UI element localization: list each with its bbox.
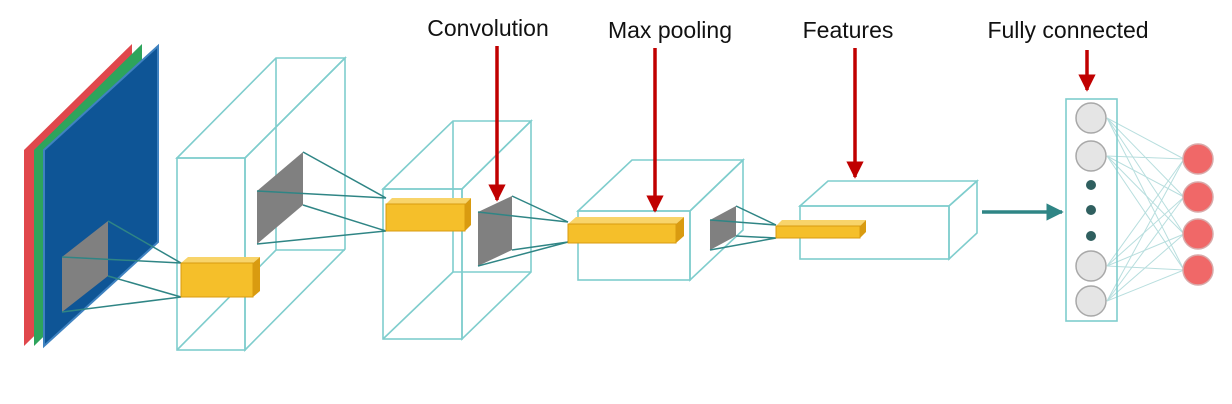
fully-connected-connections	[1106, 117, 1185, 302]
fc-ellipsis-dot	[1086, 205, 1096, 215]
kernel-window-4	[710, 206, 736, 250]
fully-connected-layer	[1065, 98, 1118, 322]
fc-ellipsis-dot	[1086, 231, 1096, 241]
label-max-pooling: Max pooling	[608, 17, 732, 43]
feature-block	[797, 179, 980, 261]
fc-node	[1075, 285, 1107, 317]
connectors-block-1-to-patch-2	[256, 151, 387, 245]
kernel-window-2	[257, 152, 303, 244]
label-convolution: Convolution	[427, 15, 548, 41]
input-image	[24, 43, 159, 349]
output-node	[1182, 218, 1214, 250]
connectors-block-2-to-patch-4	[709, 205, 777, 251]
feature-patch-4	[775, 220, 866, 239]
fc-node	[1075, 250, 1107, 282]
fully-connected-frame	[1065, 98, 1118, 322]
output-node	[1182, 181, 1214, 213]
output-layer	[1182, 143, 1214, 286]
kernel-window-3	[478, 196, 512, 266]
fc-node	[1075, 140, 1107, 172]
feature-patch-3	[567, 217, 684, 244]
connectors-pool-to-patch-3	[477, 195, 569, 267]
input-kernel-window	[62, 221, 108, 312]
label-features: Features	[803, 17, 894, 43]
fc-node	[1075, 102, 1107, 134]
output-node	[1182, 254, 1214, 286]
pooling-block-1	[381, 119, 533, 341]
output-node	[1182, 143, 1214, 175]
fc-ellipsis-dot	[1086, 180, 1096, 190]
feature-patch-1	[180, 257, 260, 298]
connectors-input-to-patch-1	[61, 220, 182, 313]
label-fully-connected: Fully connected	[987, 17, 1148, 43]
feature-patch-2	[385, 198, 471, 232]
